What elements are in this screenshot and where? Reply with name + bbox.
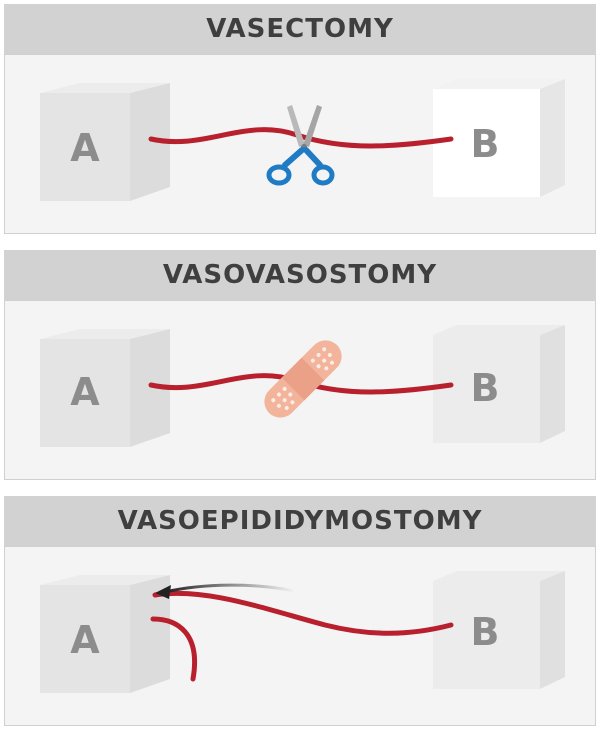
scissors-icon	[266, 105, 335, 186]
panel-vasectomy: VASECTOMY A B	[4, 4, 596, 234]
vas-deferens-tube	[152, 590, 454, 636]
panel-title: VASECTOMY	[206, 14, 394, 44]
cube-a-label: A	[70, 618, 100, 662]
cube-b: B	[433, 325, 565, 443]
cube-a-label: A	[70, 370, 100, 414]
diagram-vasovasostomy: A B	[40, 325, 565, 447]
diagram-vasoepididymostomy: A B	[40, 571, 565, 693]
panel-body: A B	[4, 300, 596, 480]
cube-a: A	[40, 83, 170, 201]
panel-header: VASOVASOSTOMY	[4, 250, 596, 300]
cube-b: B	[433, 79, 565, 197]
panel-header: VASOEPIDIDYMOSTOMY	[4, 496, 596, 546]
panel-title: VASOVASOSTOMY	[162, 260, 438, 290]
cube-a: A	[40, 329, 170, 447]
panel-body: A B	[4, 54, 596, 234]
bandage-icon	[264, 340, 342, 418]
diagram-vasectomy: A B	[40, 79, 565, 201]
cube-b-label: B	[471, 610, 500, 654]
panel-header: VASECTOMY	[4, 4, 596, 54]
cube-b-label: B	[471, 366, 500, 410]
cube-a-label: A	[70, 126, 100, 170]
cube-a: A	[40, 575, 170, 693]
cube-b-label: B	[471, 122, 500, 166]
panel-vasovasostomy: VASOVASOSTOMY A B	[4, 250, 596, 480]
cube-b: B	[433, 571, 565, 689]
panel-body: A B	[4, 546, 596, 726]
panel-title: VASOEPIDIDYMOSTOMY	[117, 506, 483, 536]
panel-vasoepididymostomy: VASOEPIDIDYMOSTOMY A B	[4, 496, 596, 726]
epididymis-tube	[150, 616, 197, 682]
arrow-left-icon	[155, 583, 297, 599]
